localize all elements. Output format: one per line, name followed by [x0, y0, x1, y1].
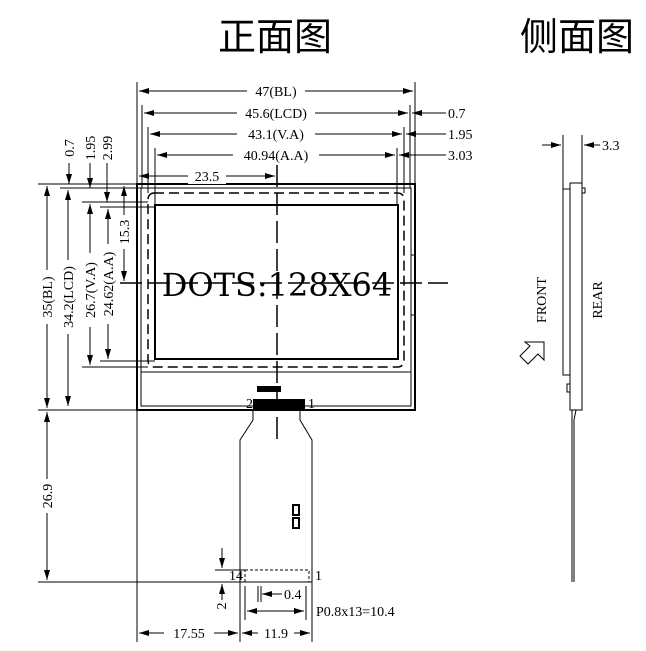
dim-center-y: 15.3 — [118, 220, 133, 245]
dim-width-lcd: 45.6(LCD) — [245, 107, 307, 122]
dim-pin-width: 0.4 — [284, 588, 302, 603]
dim-width-va: 43.1(V.A) — [248, 128, 304, 143]
fpc-pins — [244, 569, 310, 583]
dim-width-bl: 47(BL) — [255, 85, 297, 100]
dim-width-aa: 40.94(A.A) — [244, 149, 309, 164]
connector-pin-left: 28 — [246, 397, 260, 412]
pin-label-right: 1 — [315, 569, 322, 584]
dim-height-va: 26.7(V.A) — [84, 262, 99, 318]
dim-left-1-95: 1.95 — [84, 136, 99, 161]
dim-pin-pitch: P0.8x13=10.4 — [316, 605, 395, 620]
bottom-dimensions: 17.55 11.9 0.4 P0.8x13=10.4 2 — [136, 410, 395, 642]
dim-height-aa: 24.62(A.A) — [102, 251, 117, 316]
pin-label-left: 14 — [229, 569, 243, 584]
dim-pin-length: 2 — [215, 603, 230, 610]
dim-left-0-7: 0.7 — [63, 139, 78, 157]
fpc-tail — [239, 410, 313, 583]
dim-left-2-99: 2.99 — [101, 136, 116, 161]
front-label: FRONT — [535, 277, 550, 323]
front-view: DOTS:128X64 28 1 14 1 — [120, 165, 448, 584]
dim-right-1-95: 1.95 — [448, 128, 473, 143]
dim-height-bl: 35(BL) — [41, 276, 56, 318]
dim-thickness: 3.3 — [602, 139, 620, 154]
connector-pin-right: 1 — [308, 397, 315, 412]
dim-right-3-03: 3.03 — [448, 149, 473, 164]
side-view: 3.3 FRONT REAR — [519, 135, 620, 582]
front-view-title: 正面图 — [218, 15, 332, 59]
dim-fpc-width: 11.9 — [264, 627, 288, 642]
top-dimensions: 47(BL) 45.6(LCD) 43.1(V.A) 40.94(A.A) 23… — [136, 82, 473, 205]
dim-fpc-offset: 17.55 — [173, 627, 205, 642]
dim-fpc-length: 26.9 — [41, 484, 56, 509]
left-dimensions: 35(BL) 34.2(LCD) 26.7(V.A) 24.62(A.A) 15… — [38, 136, 240, 583]
dim-height-lcd: 34.2(LCD) — [62, 266, 77, 328]
display-dots-label: DOTS:128X64 — [162, 266, 393, 304]
dim-right-0-7: 0.7 — [448, 107, 466, 122]
dim-center-x: 23.5 — [195, 170, 220, 185]
front-arrow-icon — [519, 341, 545, 365]
rear-label: REAR — [591, 281, 606, 319]
side-view-title: 侧面图 — [520, 15, 634, 59]
